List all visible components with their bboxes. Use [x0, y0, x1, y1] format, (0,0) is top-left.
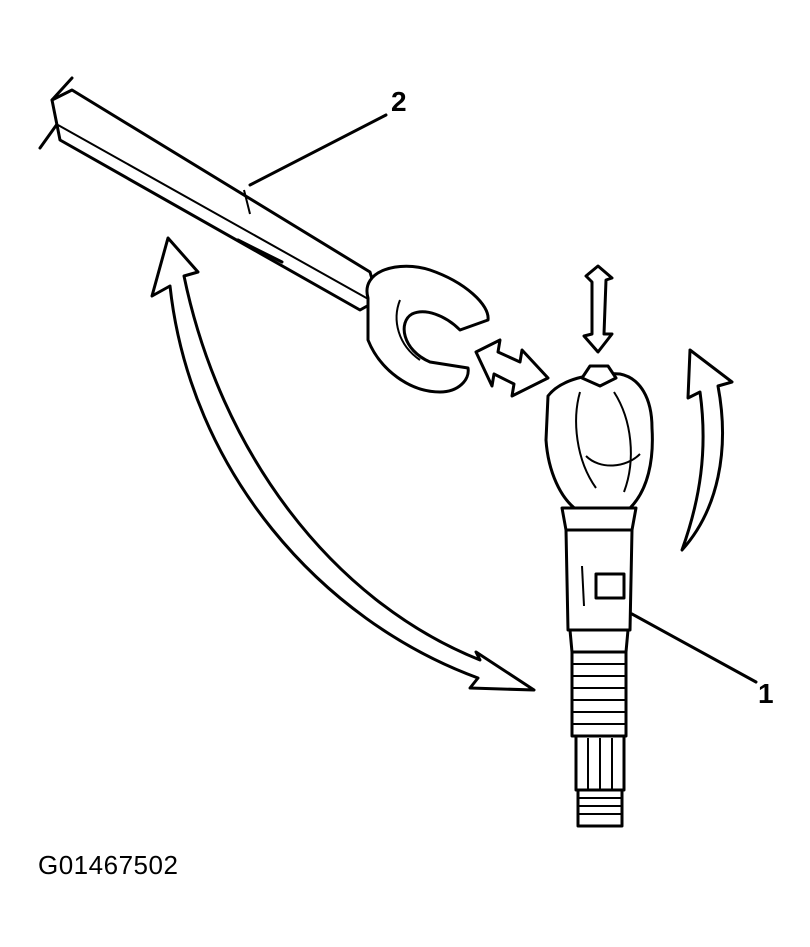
stud-nut	[580, 364, 618, 388]
leader-line-1	[630, 612, 758, 684]
engage-arrow-shape	[474, 338, 550, 398]
ball-head-groove-left	[575, 391, 597, 489]
rotate-arrow-shape	[680, 348, 734, 552]
wrench	[38, 76, 490, 394]
swing-arrow	[150, 236, 536, 692]
callout-label-2: 2	[391, 86, 407, 117]
spline-lines	[587, 738, 613, 790]
wrench-handle-seam	[243, 189, 251, 215]
thread-lines-upper	[572, 663, 626, 725]
shaft-neck	[568, 628, 630, 654]
engage-arrow	[474, 338, 550, 398]
leader-line-2	[248, 113, 388, 187]
thread-lines-lower	[578, 797, 622, 815]
callout-label-1: 1	[758, 678, 774, 709]
ball-joint-shaft	[544, 364, 654, 828]
ball-head-groove-right	[613, 391, 632, 493]
shaft-threads-upper	[570, 650, 628, 738]
shaft-slot-line	[581, 565, 585, 607]
wrench-handle-mark	[236, 238, 284, 264]
wrench-handle-edge	[57, 124, 371, 301]
wrench-jaw-inner	[395, 299, 421, 361]
shaft-threads-lower	[576, 788, 624, 828]
swing-arrow-shape	[150, 236, 536, 692]
ball-head-cup	[585, 453, 641, 467]
figure-code: G01467502	[38, 850, 179, 880]
shaft-collar	[560, 506, 638, 532]
rotate-arrow	[680, 348, 734, 552]
ball-head	[544, 372, 654, 514]
shaft-window	[594, 572, 626, 600]
vertical-arrow-shape	[582, 264, 614, 354]
wrench-head	[365, 264, 490, 394]
vertical-arrow	[582, 264, 614, 354]
